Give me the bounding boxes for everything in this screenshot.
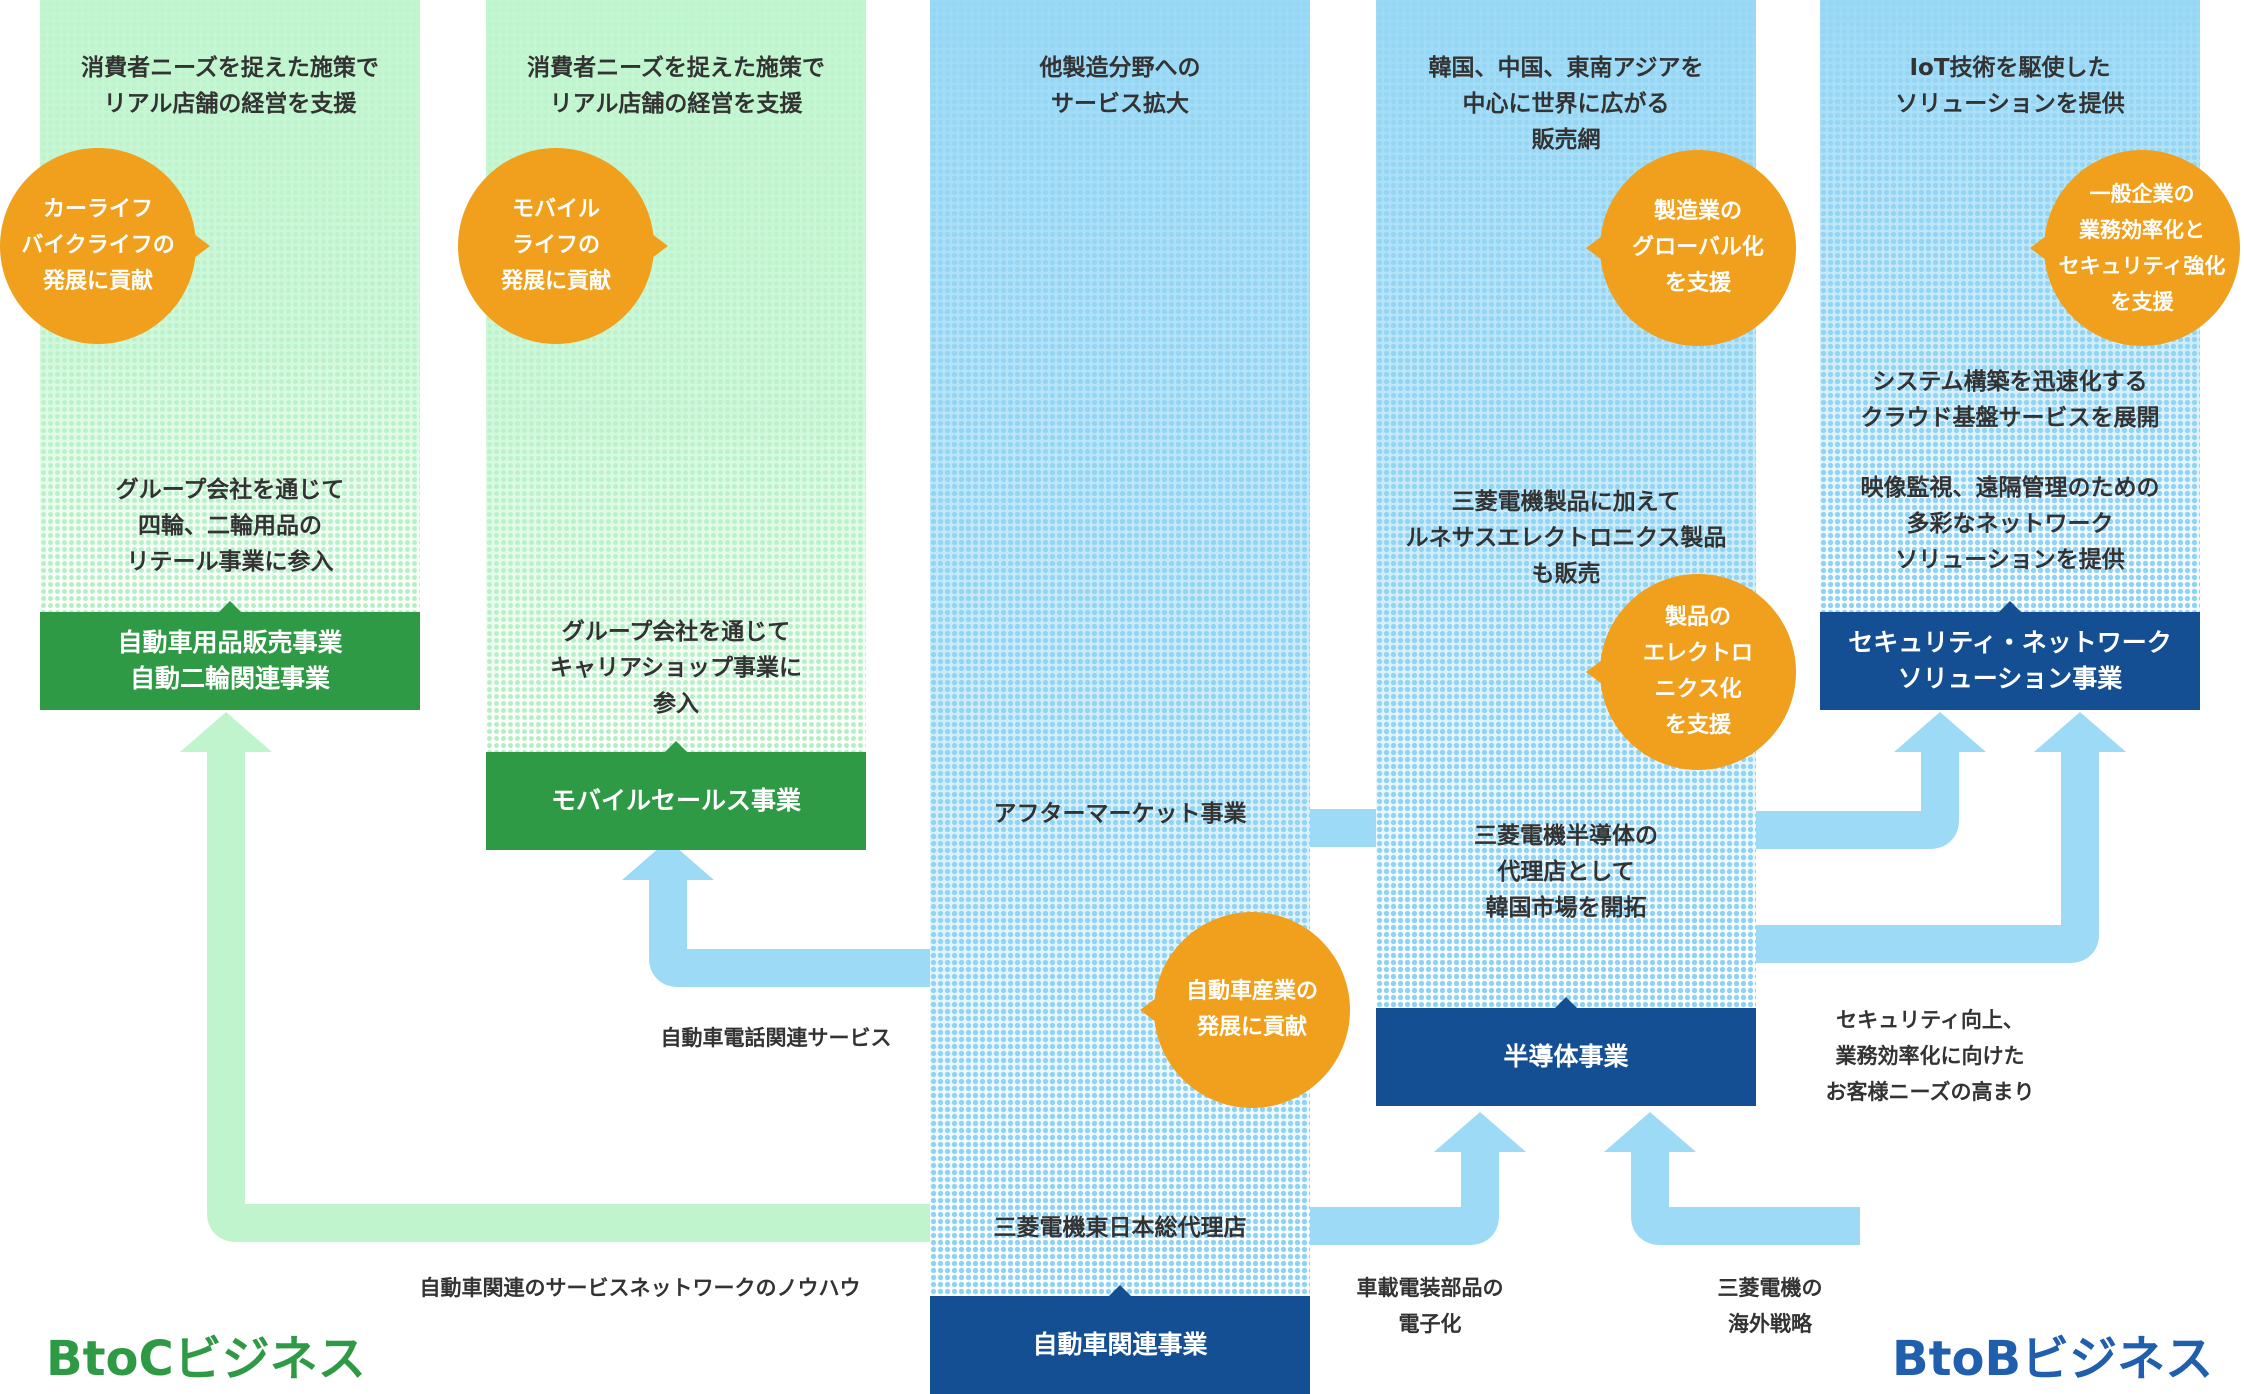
col5-security-badge: 一般企業の 業務効率化と セキュリティ強化 を支援 — [2030, 150, 2240, 346]
col1-top-text: 消費者ニーズを捉えた施策で リアル店舗の経営を支援 — [81, 55, 379, 117]
col5-cloud-text: システム構築を迅速化する クラウド基盤サービスを展開 — [1860, 369, 2160, 431]
col4-electronics-badge: 製品の エレクトロ ニクス化 を支援 — [1586, 574, 1796, 770]
arrow-semiconductor-to-security-2 — [1756, 750, 2099, 963]
arrow-semiconductor-to-security-1 — [1756, 750, 1959, 849]
arrow-overseas — [1631, 1150, 1860, 1245]
col4-top-text: 韓国、中国、東南アジアを 中心に世界に広がる 販売網 — [1428, 55, 1704, 153]
box-notch — [665, 741, 687, 752]
box-notch — [1555, 997, 1577, 1008]
btob-title: BtoBビジネス — [1892, 1331, 2214, 1387]
security-network-business-box[interactable]: セキュリティ・ネットワーク ソリューション事業 — [1820, 601, 2200, 710]
mobile-sales-business-box[interactable]: モバイルセールス事業 — [486, 741, 866, 850]
col1-contribution-badge: カーライフ バイクライフの 発展に貢献 — [0, 148, 210, 344]
col5-network-text: 映像監視、遠隔管理のための 多彩なネットワーク ソリューションを提供 — [1860, 475, 2160, 573]
column-semiconductor — [1376, 0, 1756, 1008]
semiconductor-business-label: 半導体事業 — [1503, 1042, 1629, 1071]
col5-top-text: IoT技術を駆使した ソリューションを提供 — [1895, 55, 2125, 117]
col4-mid-text: 三菱電機製品に加えて ルネサスエレクトロニクス製品 も販売 — [1405, 489, 1727, 587]
btoc-title: BtoCビジネス — [46, 1331, 366, 1387]
arrow-service-network — [207, 750, 930, 1242]
col2-contribution-badge: モバイル ライフの 発展に貢献 — [458, 148, 668, 344]
mobile-sales-business-label: モバイルセールス事業 — [550, 786, 801, 815]
arrow-head-security-1 — [1894, 712, 1986, 752]
arrow-head-service-network — [180, 712, 272, 752]
arrow-head-overseas — [1604, 1112, 1696, 1152]
arrow-head-electronics — [1434, 1112, 1526, 1152]
box-notch — [219, 601, 241, 612]
badge-pointer — [1586, 236, 1602, 260]
arrow-phone-service — [649, 880, 930, 987]
automotive-business-box[interactable]: 自動車関連事業 — [930, 1285, 1310, 1394]
badge-pointer — [652, 234, 668, 258]
automotive-business-label: 自動車関連事業 — [1032, 1330, 1208, 1359]
box-notch — [1999, 601, 2021, 612]
col4-globalization-badge: 製造業の グローバル化 を支援 — [1586, 150, 1796, 346]
col2-mid-text: グループ会社を通じて キャリアショップ事業に 参入 — [549, 619, 803, 717]
security-network-business-label: セキュリティ・ネットワーク ソリューション事業 — [1848, 628, 2172, 693]
label-phone-service: 自動車電話関連サービス — [660, 1026, 892, 1050]
badge-pointer — [1586, 660, 1602, 684]
badge-pointer — [1140, 998, 1156, 1022]
arrow-head-security-2 — [2034, 712, 2126, 752]
label-electronics: 車載電装部品の 電子化 — [1356, 1276, 1504, 1336]
column-automotive — [930, 0, 1310, 1296]
column-mobile — [486, 0, 866, 752]
col1-mid-text: グループ会社を通じて 四輪、二輪用品の リテール事業に参入 — [115, 477, 345, 575]
col3-top-text: 他製造分野への サービス拡大 — [1039, 55, 1201, 117]
badge-pointer — [2030, 236, 2046, 260]
col3-contribution-badge: 自動車産業の 発展に貢献 — [1140, 912, 1350, 1108]
col4-lower-text: 三菱電機半導体の 代理店として 韓国市場を開拓 — [1474, 823, 1658, 921]
label-service-network: 自動車関連のサービスネットワークのノウハウ — [419, 1276, 861, 1300]
connector-aftermarket — [1300, 809, 1380, 847]
arrow-electronics — [1300, 1150, 1499, 1245]
car-goods-business-label: 自動車用品販売事業 自動二輪関連事業 — [117, 628, 343, 693]
semiconductor-business-box[interactable]: 半導体事業 — [1376, 997, 1756, 1106]
badge-pointer — [194, 234, 210, 258]
label-security-needs: セキュリティ向上、 業務効率化に向けた お客様ニーズの高まり — [1825, 1008, 2035, 1104]
col3-aftermarket-text: アフターマーケット事業 — [993, 801, 1247, 827]
car-goods-business-box[interactable]: 自動車用品販売事業 自動二輪関連事業 — [40, 601, 420, 710]
box-notch — [1109, 1285, 1131, 1296]
col3-bottom-text: 三菱電機東日本総代理店 — [993, 1215, 1247, 1241]
label-overseas: 三菱電機の 海外戦略 — [1717, 1276, 1823, 1336]
col2-top-text: 消費者ニーズを捉えた施策で リアル店舗の経営を支援 — [527, 55, 825, 117]
arrow-head-phone-service — [622, 840, 714, 880]
